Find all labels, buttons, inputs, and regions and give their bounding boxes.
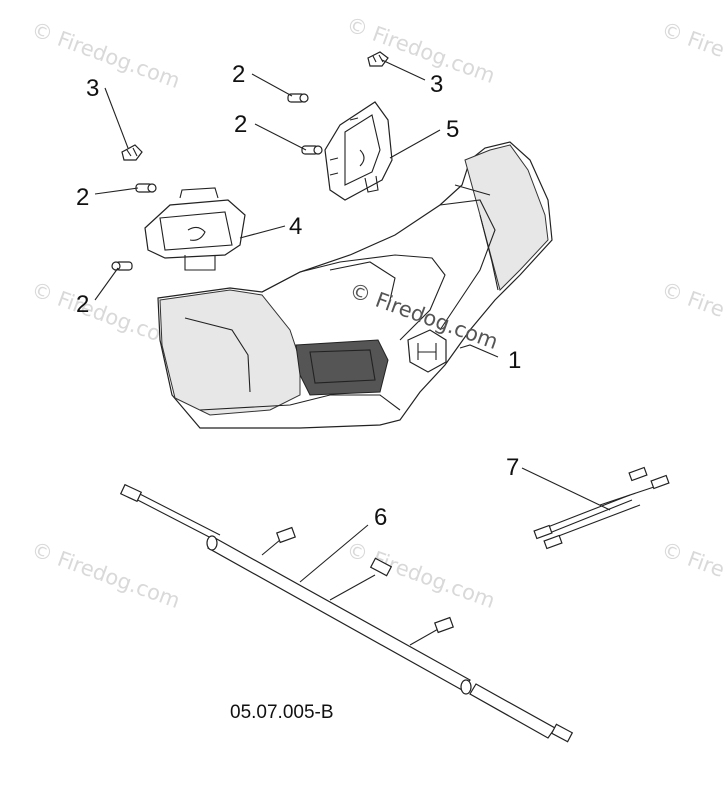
callout-5: 5	[446, 116, 459, 143]
screw-icon	[135, 183, 157, 193]
leader-line	[94, 187, 139, 195]
leader-line	[254, 123, 307, 151]
screw-icon	[301, 145, 323, 155]
light-module-icon	[144, 187, 246, 271]
leader-line	[459, 344, 499, 358]
callout-2: 2	[234, 111, 247, 138]
callout-1: 1	[508, 347, 521, 374]
watermark-text: © Firedog.com	[28, 17, 183, 93]
clip-icon	[367, 51, 389, 67]
watermark-text: © Firedog.com	[28, 537, 183, 613]
leader-line	[94, 267, 119, 301]
light-module-icon	[324, 101, 393, 201]
callout-2: 2	[76, 291, 89, 318]
leader-line	[104, 87, 129, 149]
watermark-text: © Firedog.com	[658, 17, 723, 93]
figure-code: 05.07.005-B	[230, 702, 334, 723]
handlebar-cover-icon	[157, 141, 553, 429]
leader-lines	[94, 59, 611, 583]
watermark-text: © Firedog.com	[658, 537, 723, 613]
leader-line	[389, 129, 441, 159]
leader-line	[299, 524, 369, 583]
leader-line	[251, 73, 293, 97]
clip-icon	[121, 144, 143, 161]
watermark-text: © Firedog.com	[343, 12, 498, 88]
watermark-text: © Firedog.com	[343, 537, 498, 613]
watermark-text: © Firedog.com	[658, 277, 723, 353]
callout-3: 3	[86, 75, 99, 102]
wiring-harness-icon	[119, 483, 574, 743]
leader-line	[239, 225, 286, 239]
screw-icon	[111, 261, 133, 271]
wiring-harness-icon	[533, 466, 670, 550]
callout-7: 7	[506, 454, 519, 481]
callout-2: 2	[76, 184, 89, 211]
callout-3: 3	[430, 71, 443, 98]
leader-line	[381, 59, 426, 81]
callout-2: 2	[232, 61, 245, 88]
leader-line	[521, 467, 611, 511]
callout-6: 6	[374, 504, 387, 531]
callout-4: 4	[289, 213, 302, 240]
